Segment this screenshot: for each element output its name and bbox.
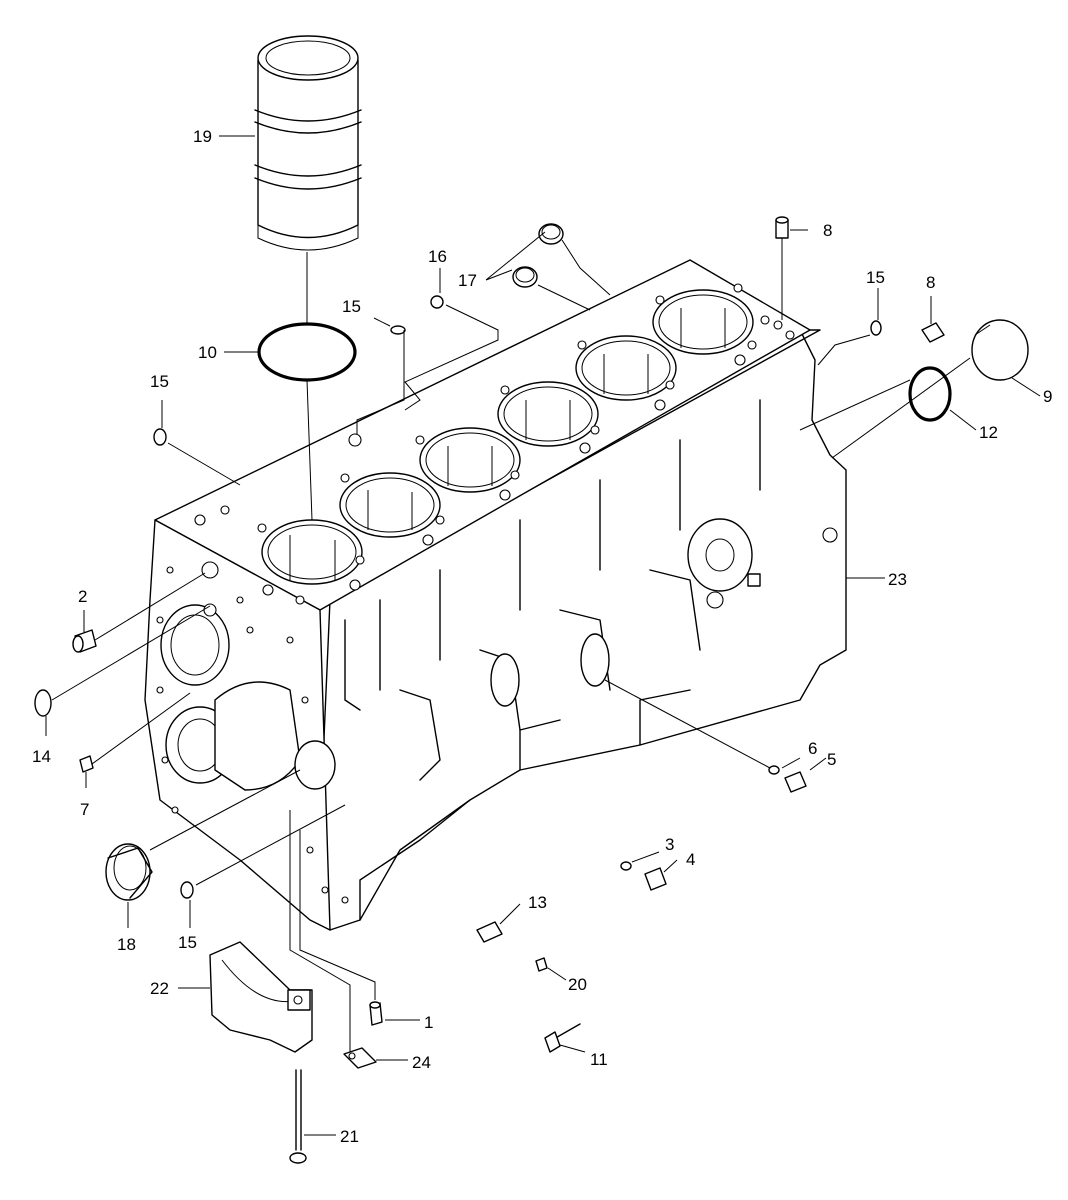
- seal-ring-d: [180, 881, 194, 899]
- callout-8-a: 8: [823, 221, 832, 240]
- callout-14: 14: [32, 747, 51, 766]
- oil-nozzle: [369, 1001, 383, 1026]
- leader-lines: [45, 135, 1041, 1136]
- callout-9: 9: [1043, 387, 1052, 406]
- cap-bolt: [289, 1069, 307, 1164]
- callout-13: 13: [528, 893, 547, 912]
- cup-plug: [105, 843, 153, 901]
- seal-ring-c: [870, 320, 882, 336]
- sleeve: [72, 629, 97, 653]
- plug-5: [784, 771, 807, 793]
- callout-19: 19: [193, 127, 212, 146]
- callout-3: 3: [665, 835, 674, 854]
- callout-7: 7: [80, 800, 89, 819]
- front-seal: [34, 689, 52, 717]
- cylinder-block: [144, 259, 847, 931]
- washer: [620, 861, 632, 871]
- callout-22: 22: [150, 979, 169, 998]
- callout-12: 12: [979, 423, 998, 442]
- cover-gasket: [908, 366, 952, 422]
- callout-4: 4: [686, 850, 695, 869]
- callout-20: 20: [568, 975, 587, 994]
- cylinder-liner: [254, 35, 362, 251]
- seal-ring-a: [390, 325, 406, 335]
- cover-plate-small: [476, 921, 503, 943]
- main-bearing-cap: [209, 941, 313, 1053]
- callout-6: 6: [808, 739, 817, 758]
- small-o-ring: [768, 765, 780, 775]
- cover-plate: [971, 319, 1029, 381]
- small-pin: [79, 755, 94, 773]
- small-plug: [430, 295, 444, 309]
- callout-11: 11: [590, 1050, 608, 1069]
- callout-10: 10: [198, 343, 217, 362]
- nut: [535, 957, 548, 972]
- liner-o-ring: [257, 322, 357, 382]
- callout-15-d: 15: [178, 933, 197, 952]
- bracket: [343, 1047, 377, 1069]
- callout-18: 18: [117, 935, 136, 954]
- dowel-pin-right: [921, 322, 945, 343]
- expansion-plugs: [512, 223, 564, 288]
- callout-24: 24: [412, 1053, 431, 1072]
- callout-17: 17: [458, 271, 477, 290]
- callout-15-b: 15: [150, 372, 169, 391]
- callout-16: 16: [428, 247, 447, 266]
- callout-8-b: 8: [926, 273, 935, 292]
- callout-21: 21: [340, 1127, 359, 1146]
- callout-15-c: 15: [866, 268, 885, 287]
- bolt: [544, 1023, 581, 1053]
- seal-ring-b: [153, 428, 167, 446]
- callout-2: 2: [78, 587, 87, 606]
- callout-1: 1: [424, 1013, 433, 1032]
- screw-plug: [644, 867, 667, 891]
- callout-5: 5: [827, 750, 836, 769]
- callout-labels: 19 10 15 15 16 17 8 15 8 9 12 23 2 14 7 …: [32, 127, 1052, 1146]
- callout-23: 23: [888, 570, 907, 589]
- callout-15-a: 15: [342, 297, 361, 316]
- dowel-pin-top: [775, 216, 789, 239]
